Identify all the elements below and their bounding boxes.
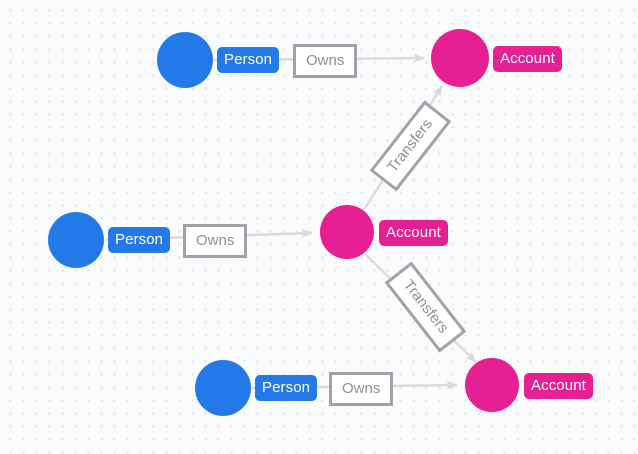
node-label-person-2[interactable]: Person xyxy=(108,227,171,253)
node-account-3[interactable] xyxy=(465,358,519,412)
node-account-2[interactable] xyxy=(320,205,374,259)
node-label-account-3[interactable]: Account xyxy=(524,373,593,399)
edge-label-owns-2[interactable]: Owns xyxy=(183,224,248,258)
node-person-2[interactable] xyxy=(48,212,104,268)
node-label-account-1[interactable]: Account xyxy=(493,46,562,72)
node-label-person-3[interactable]: Person xyxy=(255,375,318,401)
node-label-person-1[interactable]: Person xyxy=(217,47,280,73)
node-account-1[interactable] xyxy=(431,29,489,87)
edge-label-owns-3[interactable]: Owns xyxy=(329,372,394,406)
node-label-account-2[interactable]: Account xyxy=(379,220,448,246)
node-person-3[interactable] xyxy=(195,360,251,416)
edge-label-owns-1[interactable]: Owns xyxy=(293,44,358,78)
node-person-1[interactable] xyxy=(157,32,213,88)
